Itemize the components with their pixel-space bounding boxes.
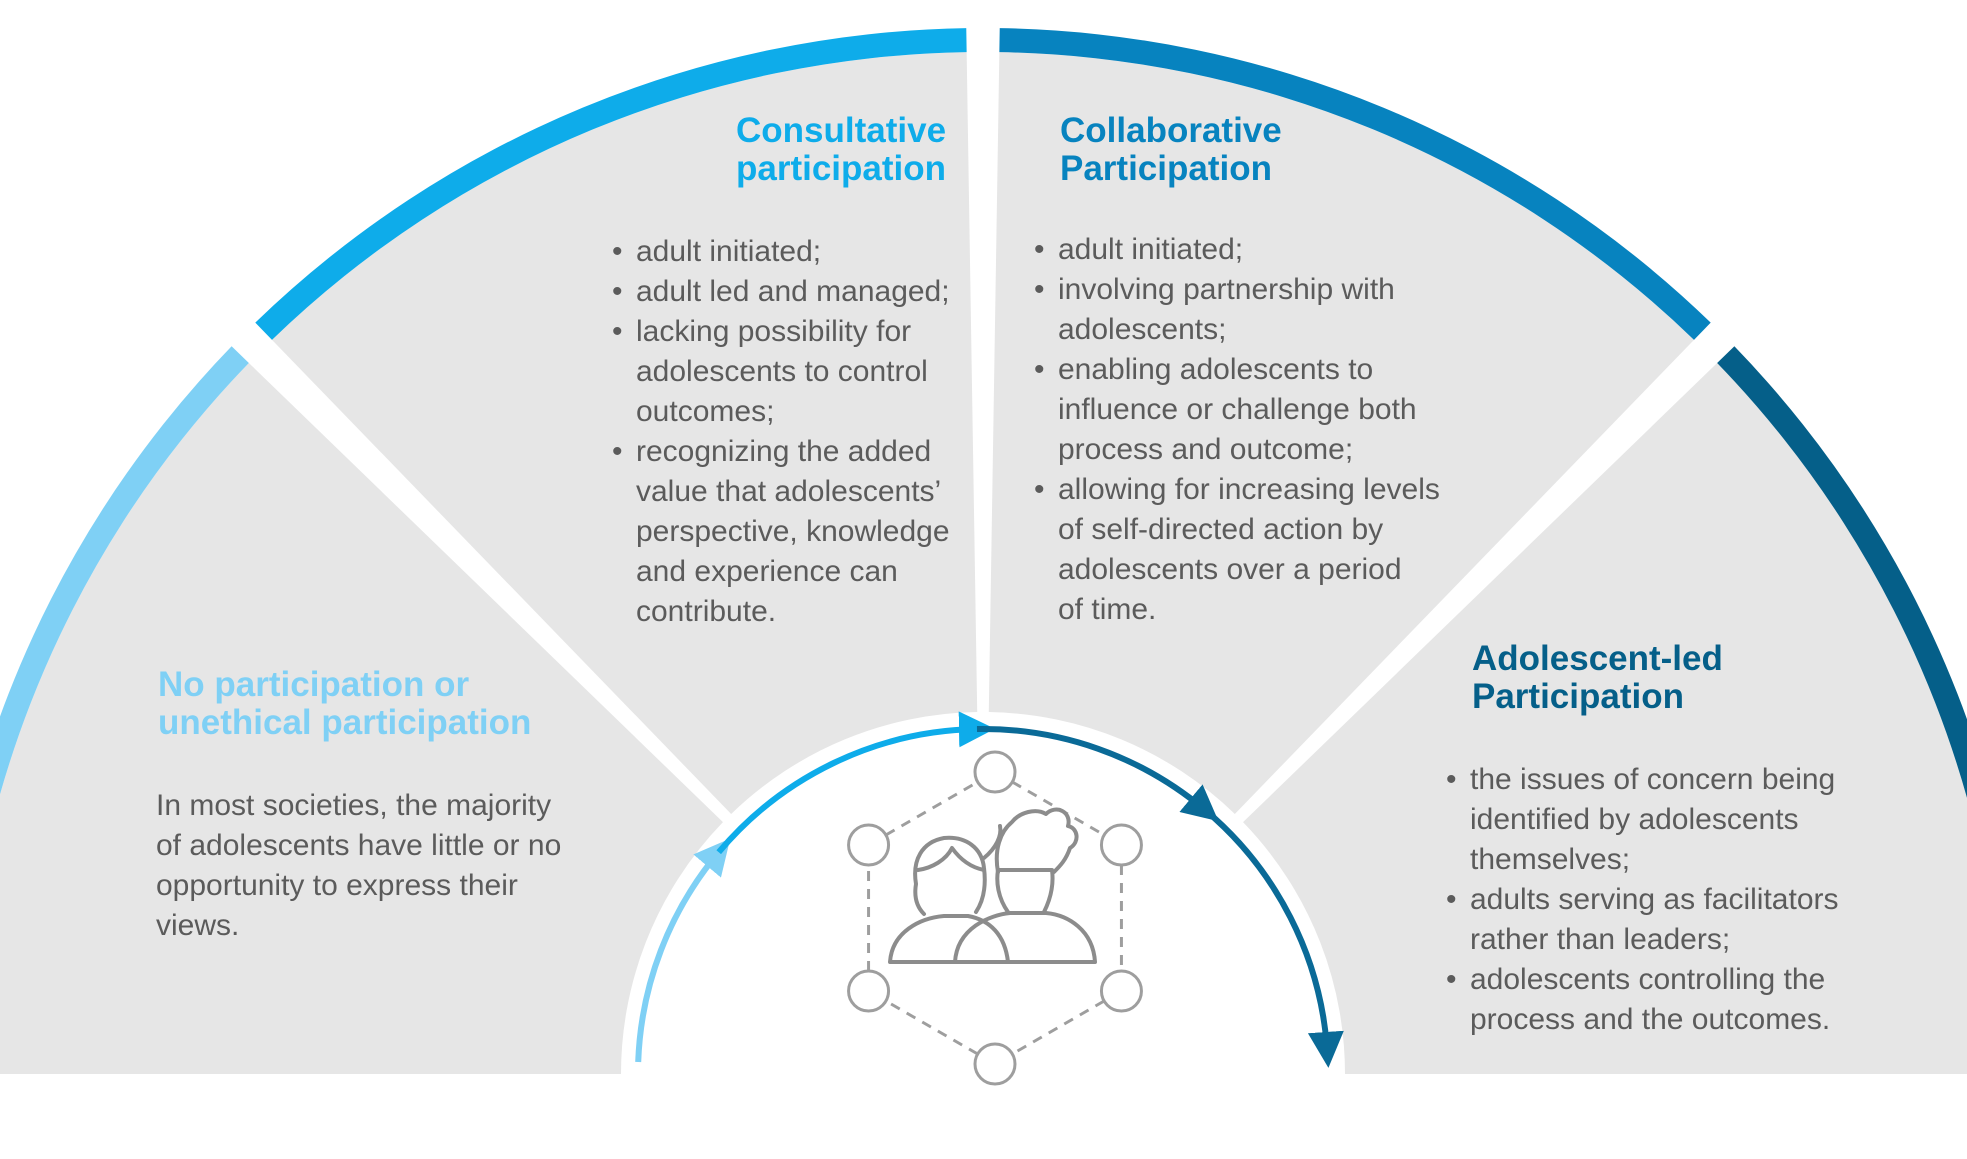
list-item: adult led and managed; (612, 272, 950, 312)
collaborative-list: adult initiated; involving partnership w… (1034, 230, 1440, 630)
no-participation-segment (0, 362, 723, 1074)
arrow-top (716, 711, 995, 855)
arrow-left (635, 838, 731, 1063)
hexagon-node (1099, 823, 1143, 867)
hexagon-node (973, 1042, 1017, 1086)
consultative-title: Consultative participation (736, 111, 947, 188)
hexagon-node (1099, 969, 1143, 1013)
no-participation-title: No participation or unethical participat… (158, 665, 532, 742)
hexagon-node (847, 969, 891, 1013)
hexagon-node (847, 823, 891, 867)
consultative-list: adult initiated; adult led and managed; … (612, 232, 950, 632)
list-item: adult initiated; (612, 232, 950, 272)
hexagon-edge (885, 780, 979, 837)
hexagon-edge (1011, 999, 1105, 1056)
hexagon-node (973, 750, 1017, 794)
hexagon-edge (885, 999, 979, 1056)
arrow-right-lower (1202, 807, 1344, 1068)
list-item: adult initiated; (1034, 230, 1440, 270)
no-participation-description: In most societies, the majority of adole… (156, 789, 562, 942)
adolescents-icon (888, 807, 1097, 964)
adolescent-led-title: Adolescent-led Participation (1472, 639, 1723, 716)
arrow-right-upper (976, 726, 1219, 822)
collaborative-title: Collaborative Participation (1060, 111, 1282, 188)
